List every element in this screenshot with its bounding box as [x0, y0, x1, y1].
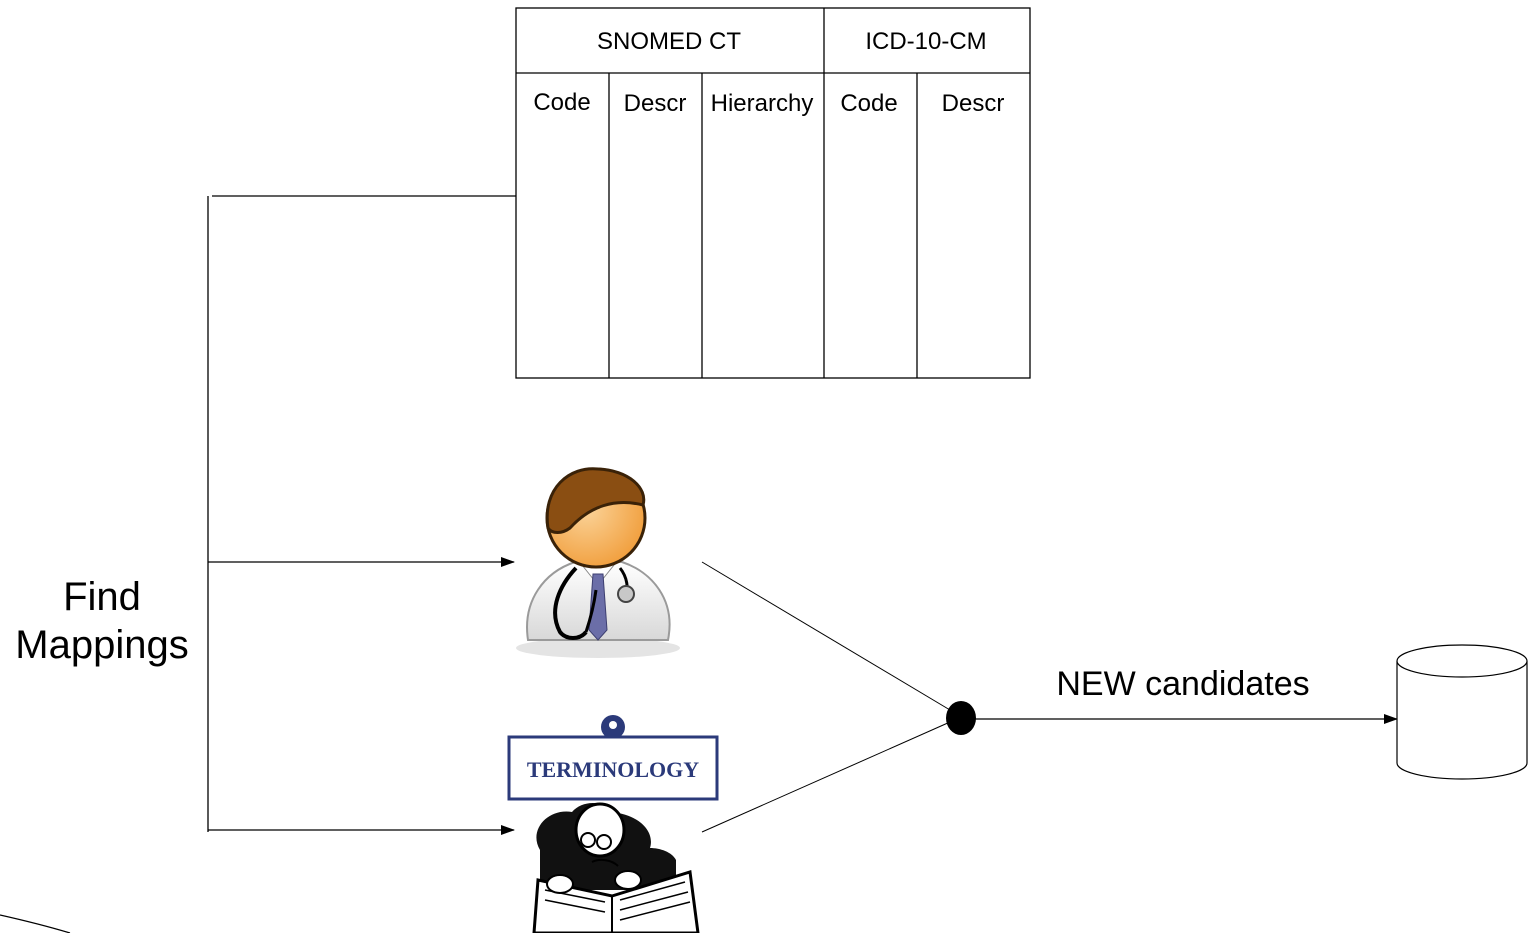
terminology-sign-text: TERMINOLOGY: [527, 757, 699, 782]
find-mappings-label-line2: Mappings: [15, 623, 189, 667]
table-border: [515, 7, 1031, 379]
doctor-to-junction-line: [701, 561, 951, 711]
junction-node: [946, 701, 976, 735]
table-col-header-snomed-descr: Descr: [624, 90, 687, 117]
table-col-header-icd-descr: Descr: [942, 90, 1005, 117]
terminology-reader-icon: TERMINOLOGY: [507, 715, 719, 933]
mapping-table: [515, 7, 1031, 379]
find-mappings-label: Find Mappings: [4, 573, 200, 669]
table-col-header-snomed-hierarchy: Hierarchy: [711, 90, 814, 117]
edge-label-new-candidates: NEW candidates: [1056, 665, 1309, 703]
table-group-header-icd: ICD-10-CM: [865, 28, 986, 55]
find-mappings-label-line1: Find: [63, 575, 141, 619]
reader-to-junction-line: [701, 721, 951, 833]
table-group-header-snomed: SNOMED CT: [597, 28, 741, 55]
table-col-header-snomed-code: Code: [533, 89, 590, 116]
terminology-sign: [507, 735, 719, 801]
database-icon: [1396, 644, 1528, 780]
table-col-header-icd-code: Code: [840, 90, 897, 117]
corner-curve: [0, 914, 71, 933]
doctor-icon: [516, 467, 680, 658]
